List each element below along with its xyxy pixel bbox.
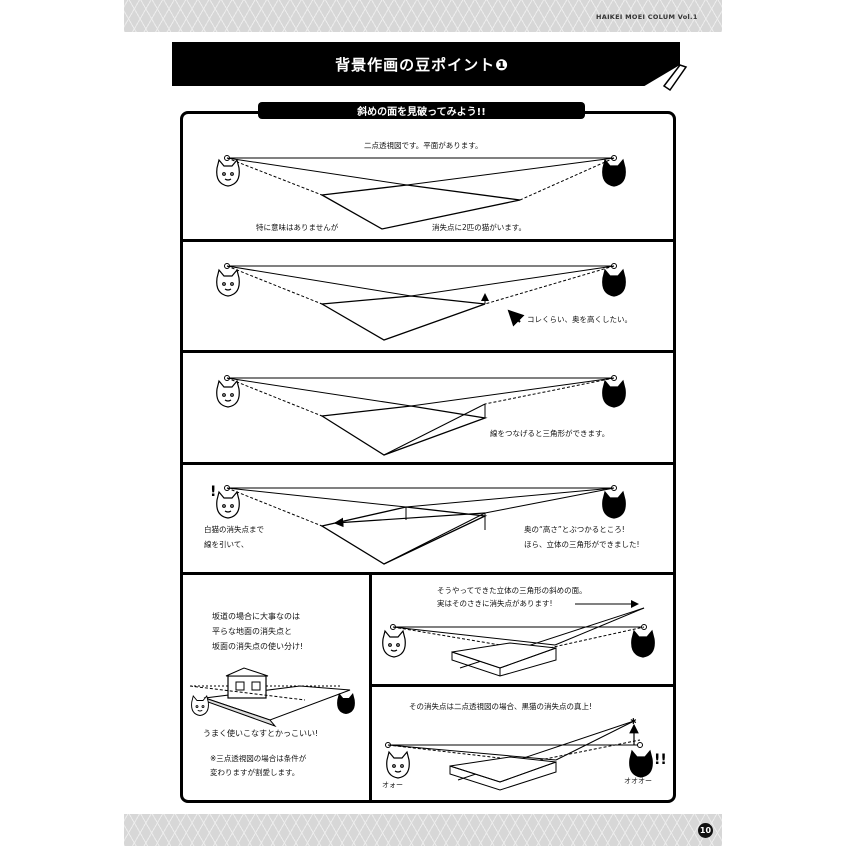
caption: 線を引いて、 [204,540,249,549]
panel-divider [180,462,676,465]
section-label: 斜めの面を見破ってみよう!! [258,102,585,119]
caption: 特に意味はありませんが [256,223,339,232]
svg-text:!!: !! [654,752,667,768]
caption: コレくらい、奥を高くしたい。 [527,315,632,324]
page-title: 背景作画の豆ポイント❶ [335,55,509,74]
sfx: オォー [382,781,403,789]
panel-5 [189,667,355,728]
caption: 坂道の場合に大事なのは [212,612,300,621]
panel-1 [216,155,626,230]
svg-text:✱: ✱ [630,717,637,726]
panel-3 [216,375,626,456]
caption: 二点透視図です。平面があります。 [364,141,483,150]
header-tag: HAIKEI MOEI COLUM Vol.1 [596,13,698,21]
panel-divider [180,572,676,575]
page-number: 10 [698,823,713,838]
svg-text:!: ! [210,484,216,500]
caption: 線をつなげると三角形ができます。 [490,429,610,438]
caption: 消失点に2匹の猫がいます。 [432,223,527,232]
note: ※三点透視図の場合は条件が [210,754,307,763]
caption: 平らな地面の消失点と [212,627,292,636]
caption: うまく使いこなすとかっこいい! [203,729,319,738]
caption: 実はそのさきに消失点があります! [437,599,553,608]
sfx: オオオー [624,777,652,785]
caption: 坂面の消失点の使い分け! [212,642,304,651]
title-banner [172,42,680,86]
caption: ほら、立体の三角形ができました! [524,540,640,549]
panel-6 [382,600,655,677]
panel-divider [180,239,676,242]
caption: 白猫の消失点まで [204,525,264,534]
caption: そうやってできた立体の三角形の斜めの面。 [437,586,587,595]
panel-7: ✱ !! [385,717,667,791]
top-pattern-band [124,0,722,32]
panel-divider [369,573,372,803]
note: 変わりますが割愛します。 [210,768,300,777]
panel-divider [180,350,676,353]
caption: その消失点は二点透視図の場合、黒猫の消失点の真上! [409,702,593,711]
panel-2 [216,263,626,341]
bottom-pattern-band [124,814,722,846]
caption: 奥の“高さ”とぶつかるところ! [524,525,625,534]
panel-divider [370,684,676,687]
panel-4: ! [210,484,626,565]
